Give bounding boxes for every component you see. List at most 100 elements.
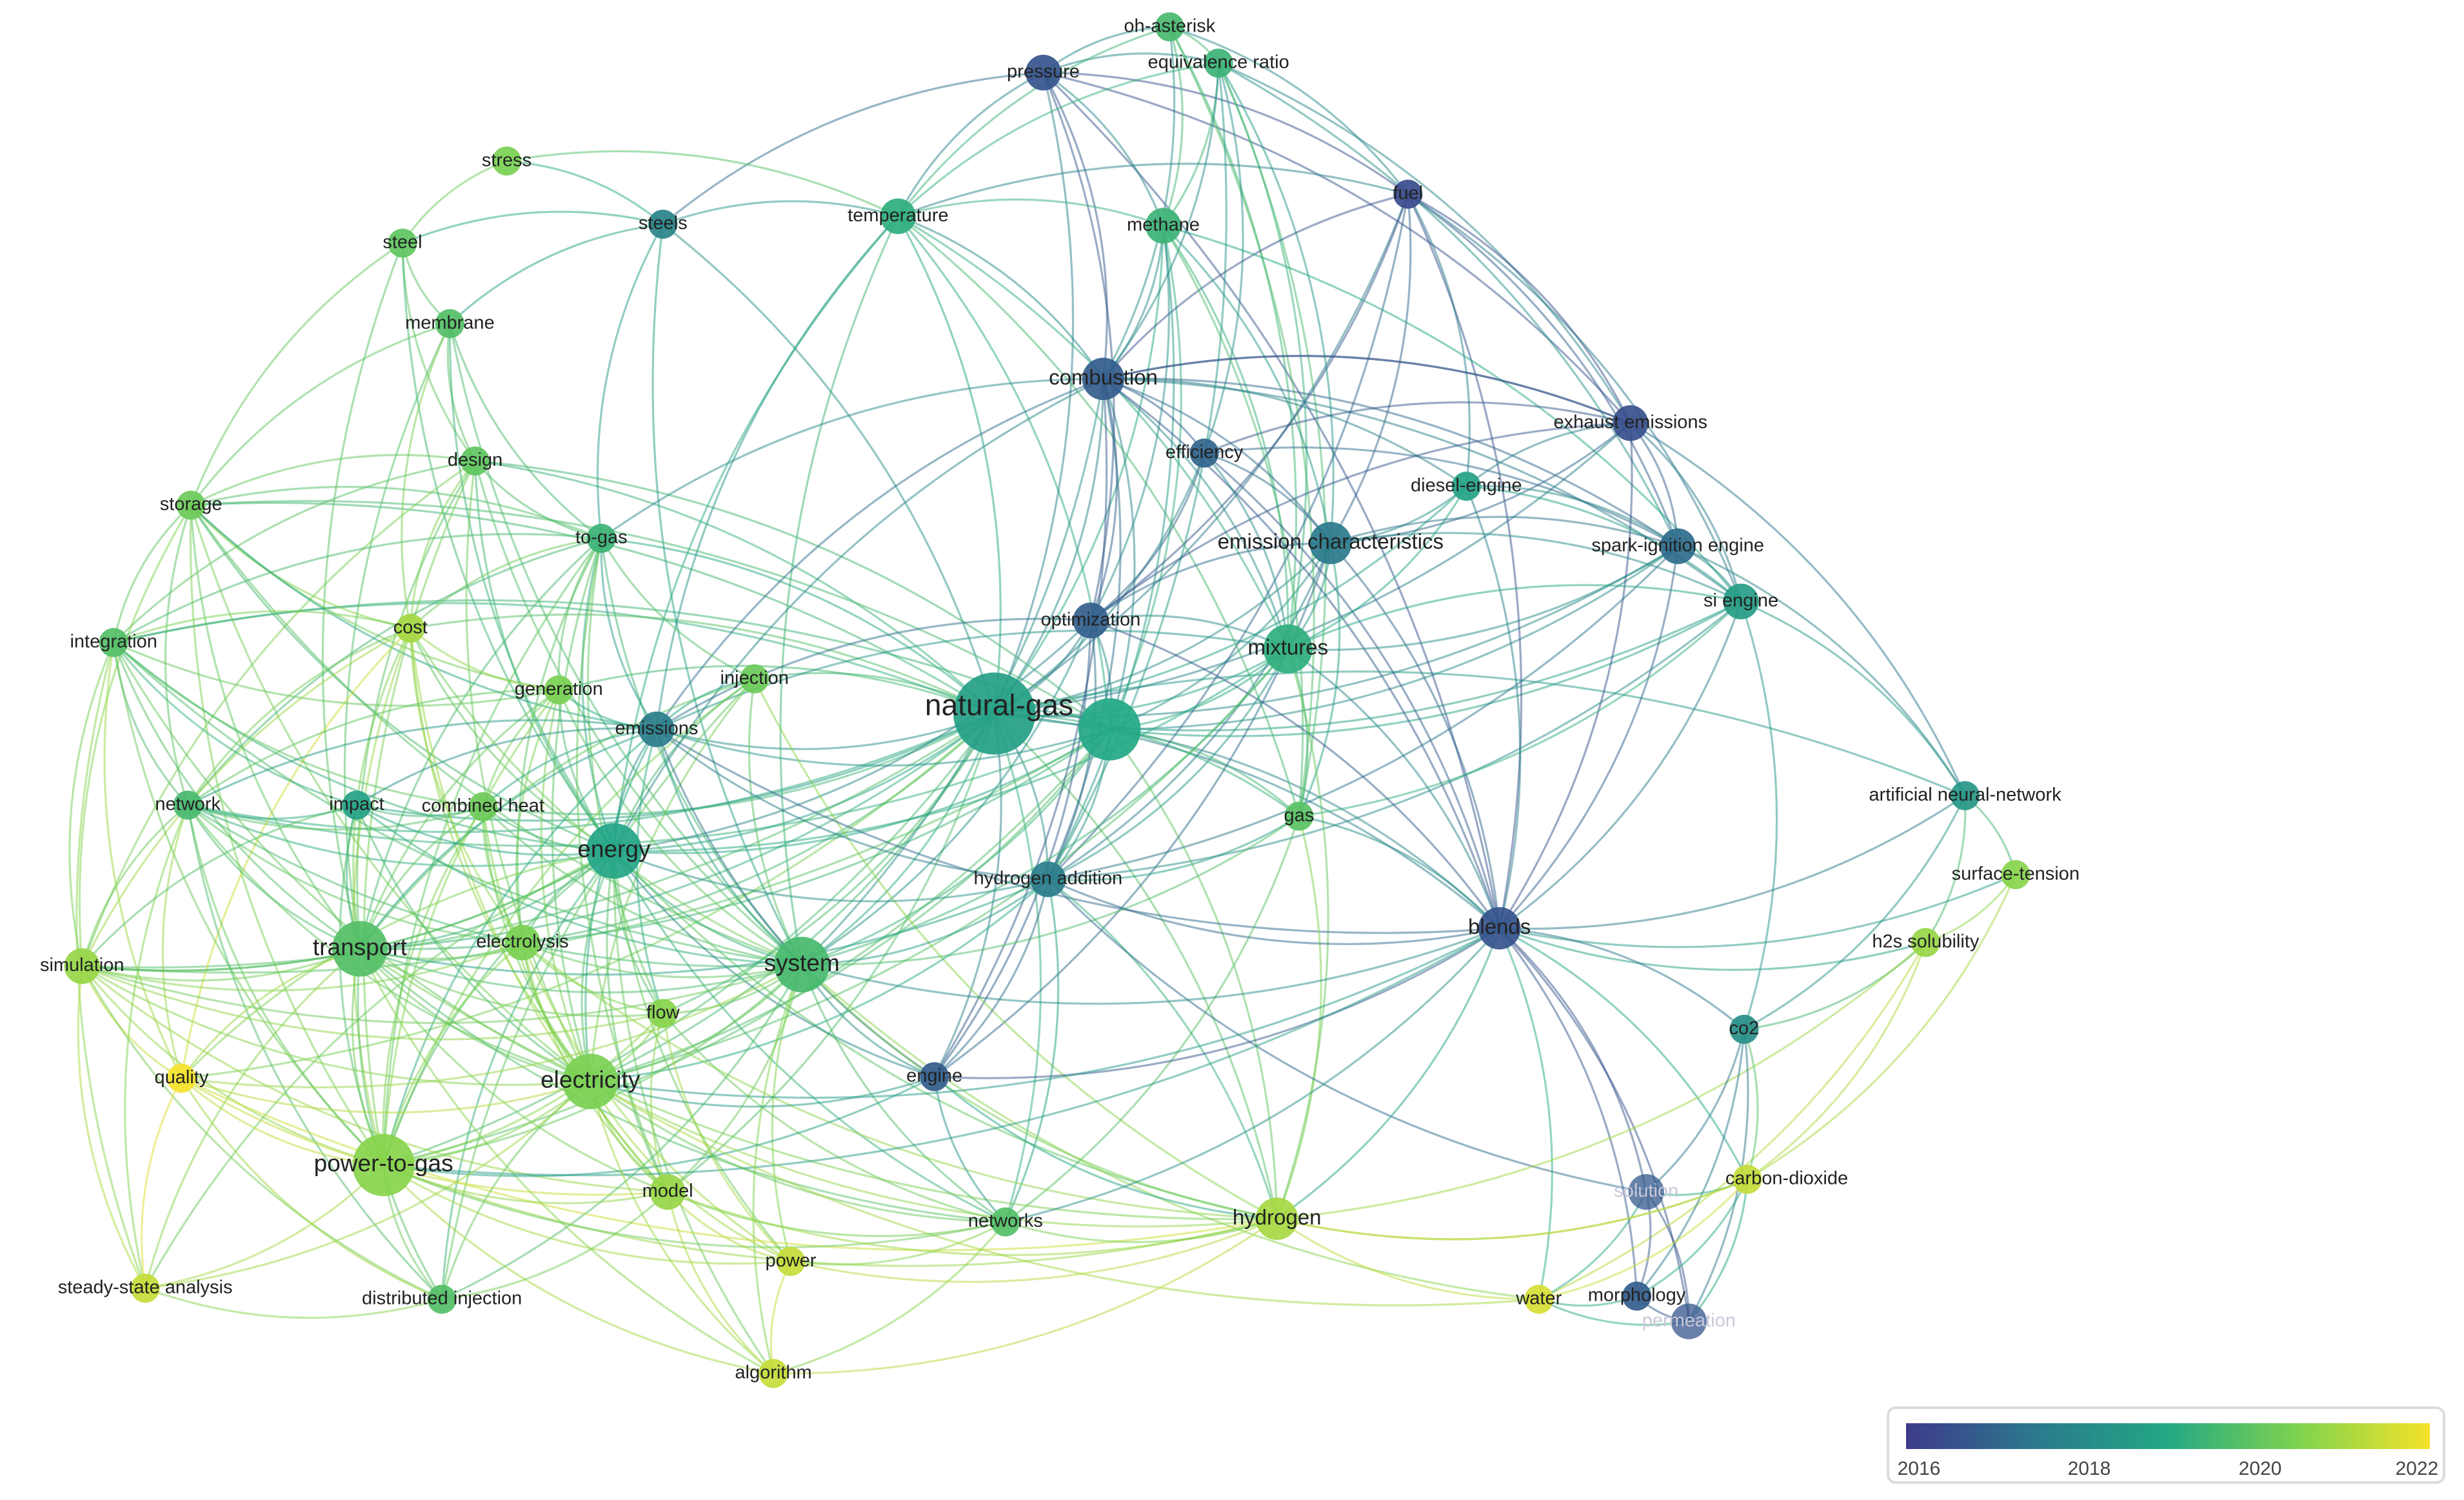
edge-hub-gas — [1109, 728, 1300, 817]
node-engine[interactable] — [920, 1062, 949, 1092]
node-injection[interactable] — [740, 664, 770, 694]
node-power-to-gas[interactable] — [352, 1134, 415, 1197]
node-membrane[interactable] — [435, 309, 464, 339]
node-pressure[interactable] — [1025, 54, 1062, 91]
edge-emission-characteristics-hydrogen-addition — [1047, 543, 1332, 881]
node-cost[interactable] — [395, 614, 425, 643]
node-natural-gas[interactable] — [953, 672, 1036, 755]
node-efficiency[interactable] — [1189, 438, 1219, 468]
node-model[interactable] — [650, 1174, 686, 1210]
edge-to-gas-electrolysis — [516, 537, 602, 943]
node-temperature[interactable] — [880, 198, 916, 234]
node-algorithm[interactable] — [759, 1359, 788, 1388]
node-blends[interactable] — [1478, 907, 1521, 950]
node-water[interactable] — [1524, 1285, 1554, 1314]
node-distributed-injection[interactable] — [427, 1285, 457, 1314]
node-power[interactable] — [776, 1246, 806, 1276]
node-network[interactable] — [173, 790, 203, 820]
edge-gas-hydrogen — [1276, 815, 1322, 1219]
node-methane[interactable] — [1145, 208, 1182, 244]
node-transport[interactable] — [332, 921, 388, 977]
edge-to-gas-network — [186, 537, 602, 806]
edge-energy-hydrogen-addition — [613, 850, 1049, 903]
edge-design-electricity — [465, 461, 591, 1082]
node-electrolysis[interactable] — [504, 925, 541, 961]
node-stress[interactable] — [492, 146, 521, 176]
node-artificial-neural-network[interactable] — [1951, 781, 1980, 810]
node-mixtures[interactable] — [1263, 624, 1313, 674]
edge-optimization-mixtures — [1090, 614, 1289, 650]
edge-h2s-solubility-carbon-dioxide — [1746, 942, 1927, 1181]
edge-stress-temperature — [506, 150, 899, 217]
node-permeation[interactable] — [1671, 1303, 1707, 1339]
node-emission-characteristics[interactable] — [1309, 521, 1352, 565]
node-impact[interactable] — [342, 790, 372, 820]
node-system[interactable] — [774, 937, 830, 993]
node-flow[interactable] — [648, 999, 678, 1028]
edge-h2s-solubility-water — [1538, 942, 1927, 1301]
edge-optimization-emissions — [656, 617, 1091, 730]
edge-steel-transport — [321, 243, 404, 950]
edge-fuel-emission-characteristics — [1329, 194, 1412, 544]
node-to-gas[interactable] — [586, 523, 616, 553]
edge-model-distributed-injection — [441, 1191, 669, 1301]
edge-generation-transport — [359, 689, 560, 950]
edge-combined-heat-electrolysis — [482, 806, 524, 943]
node-morphology[interactable] — [1622, 1281, 1652, 1311]
node-design[interactable] — [461, 446, 490, 476]
edge-storage-generation — [190, 504, 559, 691]
node-h2s-solubility[interactable] — [1911, 928, 1940, 957]
node-quality[interactable] — [166, 1063, 196, 1093]
label-combustion: combustion — [1049, 365, 1158, 389]
node-si-engine[interactable] — [1723, 583, 1759, 619]
node-combined-heat[interactable] — [468, 792, 498, 821]
edge-exhaust-emissions-si-engine — [1629, 422, 1742, 602]
node-equivalence-ratio[interactable] — [1204, 48, 1233, 78]
node-hydrogen-addition[interactable] — [1030, 861, 1066, 897]
edge-water-permeation — [1538, 1298, 1689, 1326]
node-steel[interactable] — [388, 228, 417, 258]
edge-network-quality — [161, 805, 189, 1079]
node-storage[interactable] — [176, 490, 206, 520]
node-hydrogen[interactable] — [1255, 1197, 1298, 1240]
node-combustion[interactable] — [1082, 357, 1125, 401]
node-solution[interactable] — [1628, 1174, 1664, 1210]
legend-tick-2022: 2022 — [2395, 1458, 2439, 1479]
edge-mixtures-blends — [1287, 648, 1501, 929]
label-integration: integration — [70, 632, 157, 652]
edge-network-energy — [187, 804, 615, 867]
node-simulation[interactable] — [64, 948, 100, 985]
edge-generation-power-to-gas — [383, 689, 560, 1165]
node-oh-asterisk[interactable] — [1155, 12, 1184, 42]
node-co2[interactable] — [1729, 1014, 1759, 1044]
node-carbon-dioxide[interactable] — [1733, 1165, 1762, 1194]
edge-combined-heat-system — [482, 806, 802, 966]
edge-emissions-combined-heat — [482, 728, 657, 808]
node-generation[interactable] — [544, 675, 573, 705]
node-diesel-engine[interactable] — [1451, 472, 1481, 501]
edge-network-transport — [186, 805, 361, 950]
node-spark-ignition-engine[interactable] — [1660, 528, 1696, 565]
node-integration[interactable] — [99, 628, 128, 657]
node-electricity[interactable] — [562, 1054, 619, 1110]
node-gas[interactable] — [1284, 801, 1314, 831]
node-exhaust-emissions[interactable] — [1613, 405, 1649, 441]
edge-spark-ignition-engine-mixtures — [1287, 545, 1679, 651]
node-networks[interactable] — [991, 1207, 1020, 1237]
label-network: network — [155, 794, 221, 815]
edge-hub-storage — [190, 500, 1111, 730]
node-fuel[interactable] — [1393, 179, 1423, 209]
edge-electricity-water — [590, 1080, 1539, 1306]
node-hub[interactable] — [1078, 698, 1141, 761]
edge-hydrogen-addition-networks — [1004, 879, 1060, 1223]
node-energy[interactable] — [586, 823, 642, 879]
edge-natural-gas-artificial-neural-network — [994, 670, 1966, 797]
node-emissions[interactable] — [639, 711, 675, 748]
node-steady-state-analysis[interactable] — [130, 1274, 160, 1303]
node-surface-tension[interactable] — [2001, 860, 2031, 890]
node-steels[interactable] — [648, 209, 678, 239]
edge-temperature-methane — [897, 198, 1164, 227]
edge-injection-system — [748, 678, 803, 965]
label-system: system — [764, 950, 839, 976]
node-optimization[interactable] — [1073, 603, 1109, 639]
